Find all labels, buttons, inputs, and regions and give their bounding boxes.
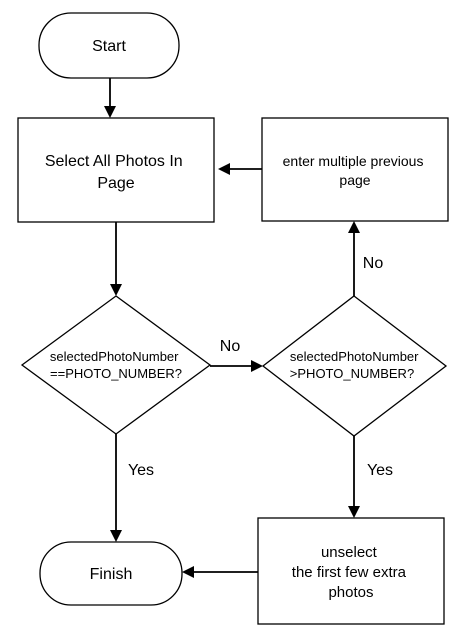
- edges: No Yes No Yes: [104, 78, 393, 578]
- node-check-greater: selectedPhotoNumber >PHOTO_NUMBER?: [261, 295, 448, 437]
- node-enter-previous-page-label: enter multiple previous page: [283, 153, 428, 188]
- edge-start-to-select-all: [104, 78, 116, 118]
- edge-select-all-to-check-equal: [110, 222, 122, 296]
- edge-check-greater-to-enter-previous: No: [348, 221, 383, 296]
- edge-check-equal-to-check-greater: No: [210, 338, 263, 372]
- node-check-greater-label: selectedPhotoNumber >PHOTO_NUMBER?: [290, 349, 422, 381]
- node-unselect-extra-photos: unselect the first few extra photos: [257, 517, 445, 625]
- node-start-label: Start: [92, 38, 126, 55]
- edge-check-greater-to-unselect: Yes: [348, 436, 393, 518]
- node-check-equal-label: selectedPhotoNumber ==PHOTO_NUMBER?: [50, 349, 182, 381]
- edge-label-yes-2: Yes: [367, 462, 393, 479]
- node-start: Start: [38, 12, 180, 79]
- node-finish: Finish: [39, 541, 183, 606]
- edge-check-equal-to-finish: Yes: [110, 434, 154, 542]
- node-select-all-photos: Select All Photos In Page: [17, 117, 215, 223]
- edge-enter-previous-to-select-all: [218, 163, 262, 175]
- node-select-all-photos-label: Select All Photos In Page: [45, 153, 187, 192]
- edge-label-no-2: No: [363, 255, 384, 272]
- edge-label-yes-1: Yes: [128, 462, 154, 479]
- node-check-equal: selectedPhotoNumber ==PHOTO_NUMBER?: [20, 295, 212, 435]
- node-unselect-extra-photos-label: unselect the first few extra photos: [292, 544, 410, 601]
- node-enter-previous-page: enter multiple previous page: [261, 117, 449, 222]
- nodes: Start Select All Photos In Page enter mu…: [17, 12, 449, 625]
- node-finish-label: Finish: [90, 566, 133, 583]
- edge-unselect-to-finish: [182, 566, 258, 578]
- edge-label-no-1: No: [220, 338, 241, 355]
